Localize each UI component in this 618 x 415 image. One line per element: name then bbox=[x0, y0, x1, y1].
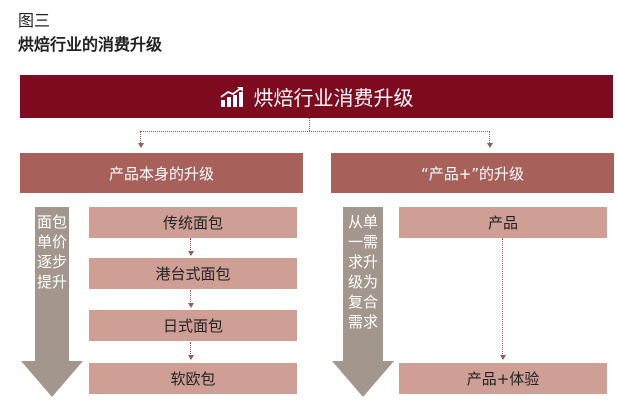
connector bbox=[190, 290, 191, 304]
down-arrow bbox=[332, 207, 394, 397]
left-arrow-text: 面包单价逐步提升 bbox=[37, 213, 68, 291]
step-box: 产品 bbox=[399, 207, 607, 238]
down-arrow bbox=[21, 207, 83, 397]
bar-chart-up-icon bbox=[219, 86, 243, 107]
right-header: “产品+”的升级 bbox=[331, 153, 614, 193]
banner-title: 烘焙行业消费升级 bbox=[253, 86, 414, 110]
figure-title: 烘焙行业的消费升级 bbox=[18, 35, 163, 54]
arrow-tip bbox=[188, 355, 194, 360]
arrow-tip bbox=[138, 143, 144, 148]
right-arrow-text: 从单一需求升级为复合需求 bbox=[347, 213, 378, 331]
connector bbox=[190, 342, 191, 356]
main-banner: 烘焙行业消费升级 bbox=[20, 75, 613, 118]
arrow-tip bbox=[188, 303, 194, 308]
step-box: 软欧包 bbox=[89, 363, 297, 394]
connector bbox=[309, 118, 310, 131]
connector bbox=[140, 131, 141, 143]
step-box: 港台式面包 bbox=[89, 258, 297, 289]
arrow-tip bbox=[500, 355, 506, 360]
arrow-tip bbox=[188, 251, 194, 256]
left-header: 产品本身的升级 bbox=[20, 153, 303, 193]
step-box: 产品+体验 bbox=[399, 363, 607, 394]
connector bbox=[502, 238, 503, 356]
arrow-tip bbox=[487, 143, 493, 148]
step-box: 传统面包 bbox=[89, 207, 297, 238]
connector bbox=[190, 238, 191, 252]
step-box: 日式面包 bbox=[89, 310, 297, 341]
connector bbox=[140, 131, 490, 132]
figure-label: 图三 bbox=[18, 11, 51, 30]
connector bbox=[489, 131, 490, 143]
